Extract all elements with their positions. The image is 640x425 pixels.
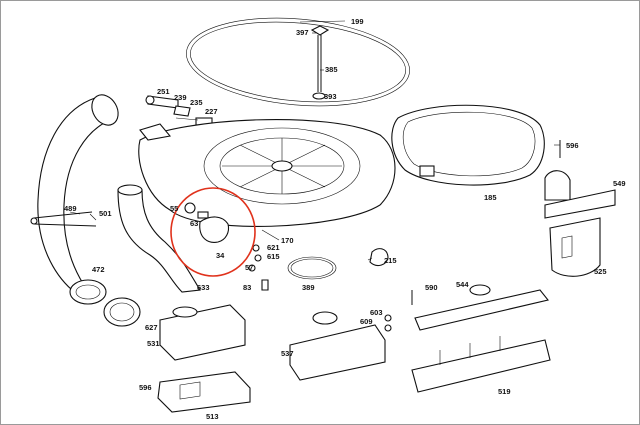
callout-603: 603 xyxy=(370,308,383,317)
valve-parts-251 xyxy=(145,95,213,126)
callout-251: 251 xyxy=(157,87,170,96)
callout-239: 239 xyxy=(174,93,187,102)
callout-549: 549 xyxy=(613,179,626,188)
callout-34: 34 xyxy=(216,251,225,260)
bellows-627 xyxy=(103,297,141,327)
callout-235: 235 xyxy=(190,98,203,107)
callout-83: 83 xyxy=(243,283,251,292)
callout-525: 525 xyxy=(594,267,607,276)
callout-397: 397 xyxy=(296,28,309,37)
o-ring-389 xyxy=(287,256,337,280)
shroud-531 xyxy=(159,304,246,361)
clamp-215 xyxy=(369,248,389,267)
callout-544: 544 xyxy=(456,280,469,289)
callout-513: 513 xyxy=(206,412,219,421)
bracket-537 xyxy=(289,311,386,381)
callout-590: 590 xyxy=(425,283,438,292)
callout-393: 393 xyxy=(324,92,337,101)
bracket-513 xyxy=(157,371,251,413)
filter-element-185 xyxy=(391,104,545,186)
callout-519: 519 xyxy=(498,387,511,396)
callout-227: 227 xyxy=(205,107,218,116)
callout-537: 537 xyxy=(281,349,294,358)
callout-531: 531 xyxy=(147,339,160,348)
callout-596-top: 596 xyxy=(566,141,579,150)
callout-389: 389 xyxy=(302,283,315,292)
callout-621: 621 xyxy=(267,243,280,252)
gasket-ring-199 xyxy=(186,17,410,107)
bracket-assembly-525 xyxy=(544,140,616,277)
callout-55: 55 xyxy=(170,204,178,213)
callout-57: 57 xyxy=(245,263,253,272)
leader-lines xyxy=(69,20,560,261)
callout-215: 215 xyxy=(384,256,397,265)
callout-609: 609 xyxy=(360,317,373,326)
callout-385: 385 xyxy=(325,65,338,74)
highlight-circle xyxy=(170,187,256,277)
callout-472: 472 xyxy=(92,265,105,274)
callout-185: 185 xyxy=(484,193,497,202)
callout-615: 615 xyxy=(267,252,280,261)
callout-63: 63 xyxy=(190,219,198,228)
callout-596-bottom: 596 xyxy=(139,383,152,392)
callout-199: 199 xyxy=(351,17,364,26)
intake-tube-472 xyxy=(37,94,119,305)
rail-assembly-519 xyxy=(384,284,551,393)
callout-489: 489 xyxy=(64,204,77,213)
callout-633: 633 xyxy=(197,283,210,292)
wing-bolt-397 xyxy=(310,25,330,100)
hose-633 xyxy=(117,184,201,293)
callout-170: 170 xyxy=(281,236,294,245)
small-parts-group xyxy=(184,202,269,291)
hose-clips-489 xyxy=(30,211,97,227)
air-cleaner-housing-170 xyxy=(138,118,396,227)
callout-627: 627 xyxy=(145,323,158,332)
callout-501: 501 xyxy=(99,209,112,218)
